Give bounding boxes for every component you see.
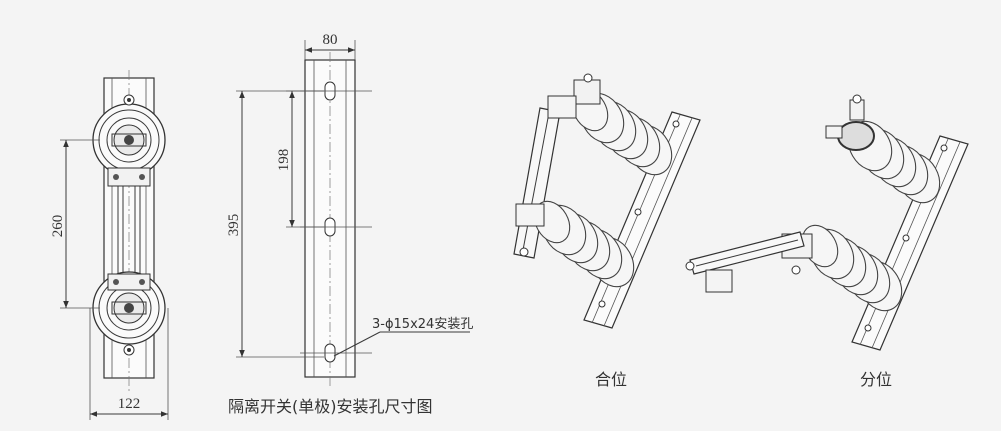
closed-lower-insulator (515, 200, 635, 288)
dimension-260: 260 (50, 139, 100, 309)
lower-insulator (92, 271, 166, 356)
dimension-395-label: 395 (226, 214, 242, 237)
open-lower-insulator (781, 224, 903, 312)
dimension-122-label: 122 (118, 396, 141, 412)
closed-upper-insulator (547, 73, 673, 176)
upper-insulator (92, 94, 166, 187)
hole-note-leader: 3-ϕ15x24安装孔 (333, 317, 473, 357)
mounting-hole-note: 3-ϕ15x24安装孔 (372, 317, 473, 332)
open-upper-insulator (825, 94, 941, 204)
drawing-title: 隔离开关(单极)安装孔尺寸图 (228, 397, 433, 416)
dimension-80-label: 80 (323, 32, 338, 48)
dimension-260-label: 260 (50, 215, 66, 238)
open-position-caption: 分位 (860, 370, 892, 389)
mounting-plate-view: 80 198 395 3-ϕ15x24安装孔 (226, 32, 473, 386)
dimension-198-label: 198 (276, 149, 292, 172)
front-view: 260 122 (50, 70, 169, 420)
open-position-drawing: 分位 (685, 94, 969, 389)
closed-position-drawing: 合位 (513, 73, 701, 389)
dimension-395: 395 (226, 90, 324, 358)
closed-position-caption: 合位 (595, 370, 627, 389)
dimension-122: 122 (89, 308, 169, 420)
dimension-80: 80 (304, 32, 356, 60)
